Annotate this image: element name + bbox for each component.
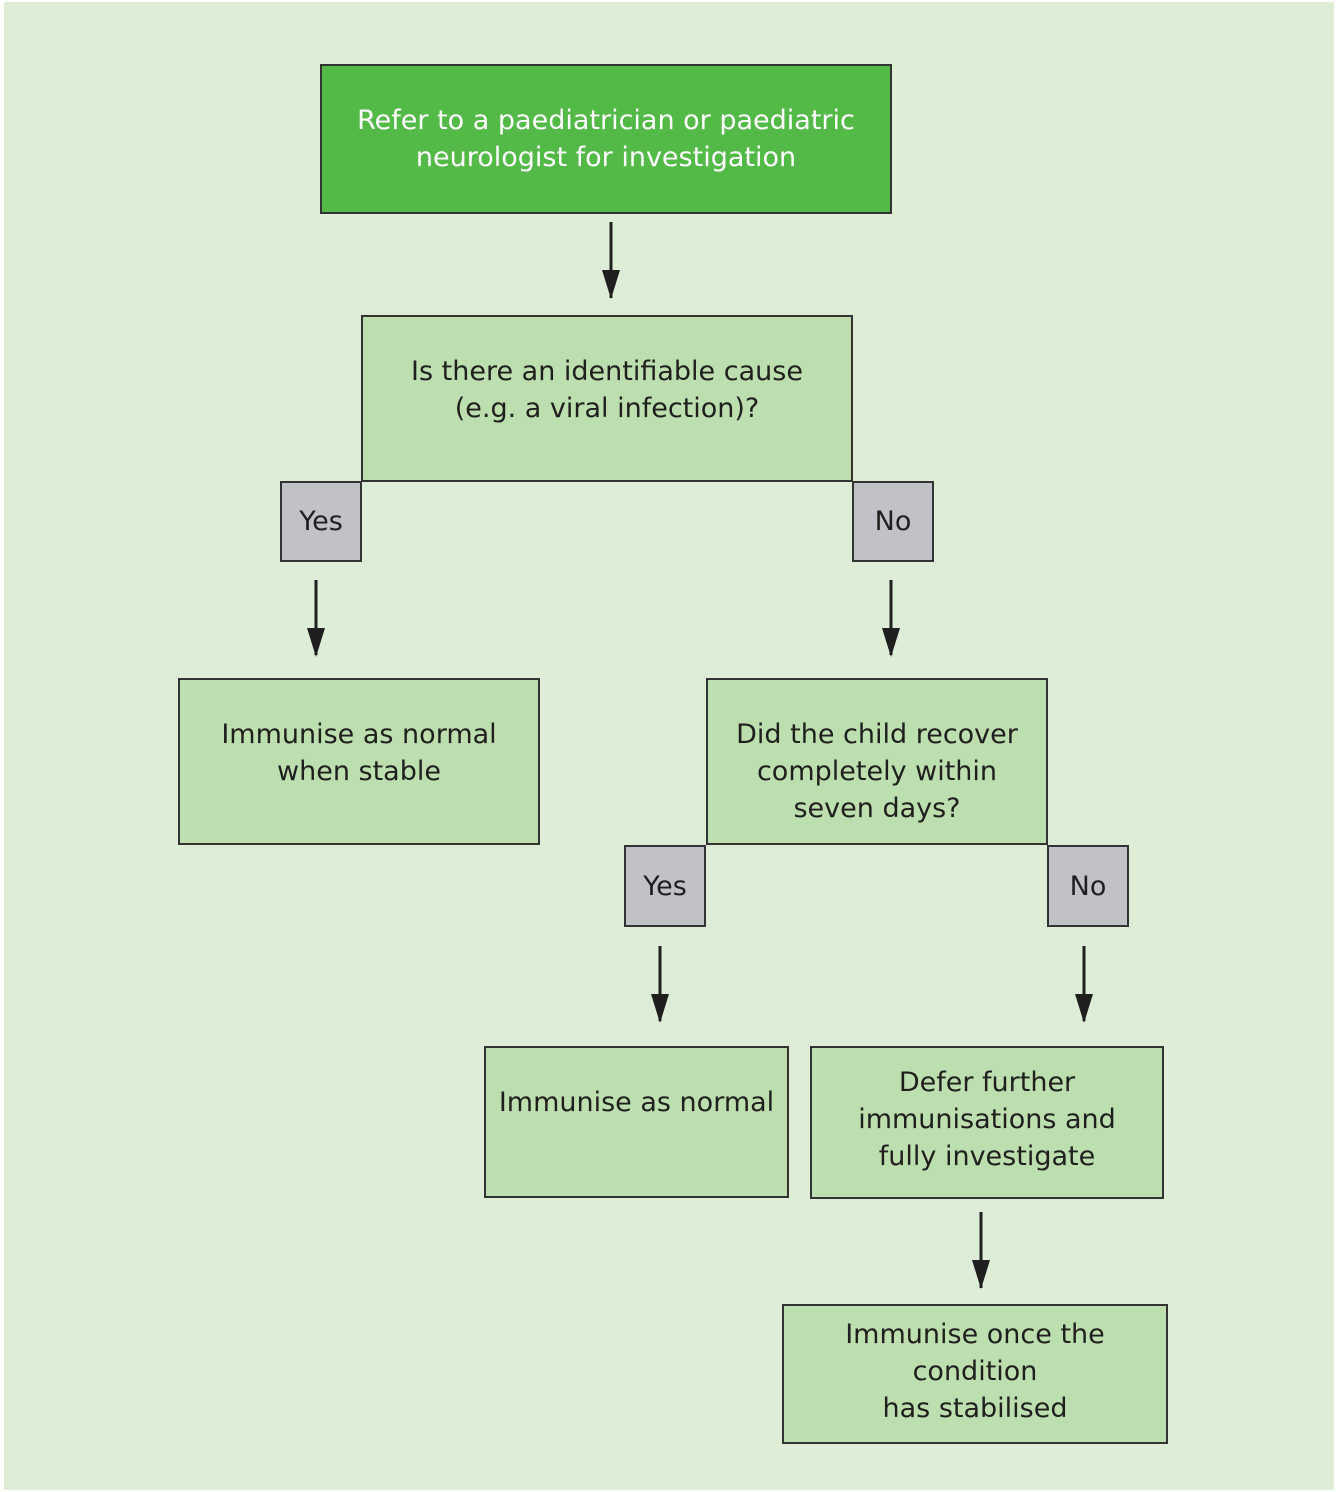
defer-box: Defer further immunisations and fully in… [810, 1046, 1164, 1199]
immunise-when-stable-box: Immunise as normal when stable [178, 678, 540, 845]
recover-no-label: No [1047, 845, 1129, 927]
recover-question-box: Did the child recover completely within … [706, 678, 1048, 845]
refer-box: Refer to a paediatrician or paediatric n… [320, 64, 892, 214]
immunise-as-normal-box: Immunise as normal [484, 1046, 789, 1198]
arrowhead-refer-to-cause [602, 270, 620, 299]
recover-yes-label: Yes [624, 845, 706, 927]
arrowhead-recover-no [1075, 994, 1093, 1023]
arrowhead-cause-no [882, 628, 900, 657]
cause-question-box: Is there an identifiable cause (e.g. a v… [361, 315, 853, 482]
arrowhead-cause-yes [307, 628, 325, 657]
cause-yes-label: Yes [280, 481, 362, 562]
arrowhead-defer-to-stabilised [972, 1260, 990, 1289]
cause-no-label: No [852, 481, 934, 562]
immunise-stabilised-box: Immunise once the condition has stabilis… [782, 1304, 1168, 1444]
arrowhead-recover-yes [651, 994, 669, 1023]
